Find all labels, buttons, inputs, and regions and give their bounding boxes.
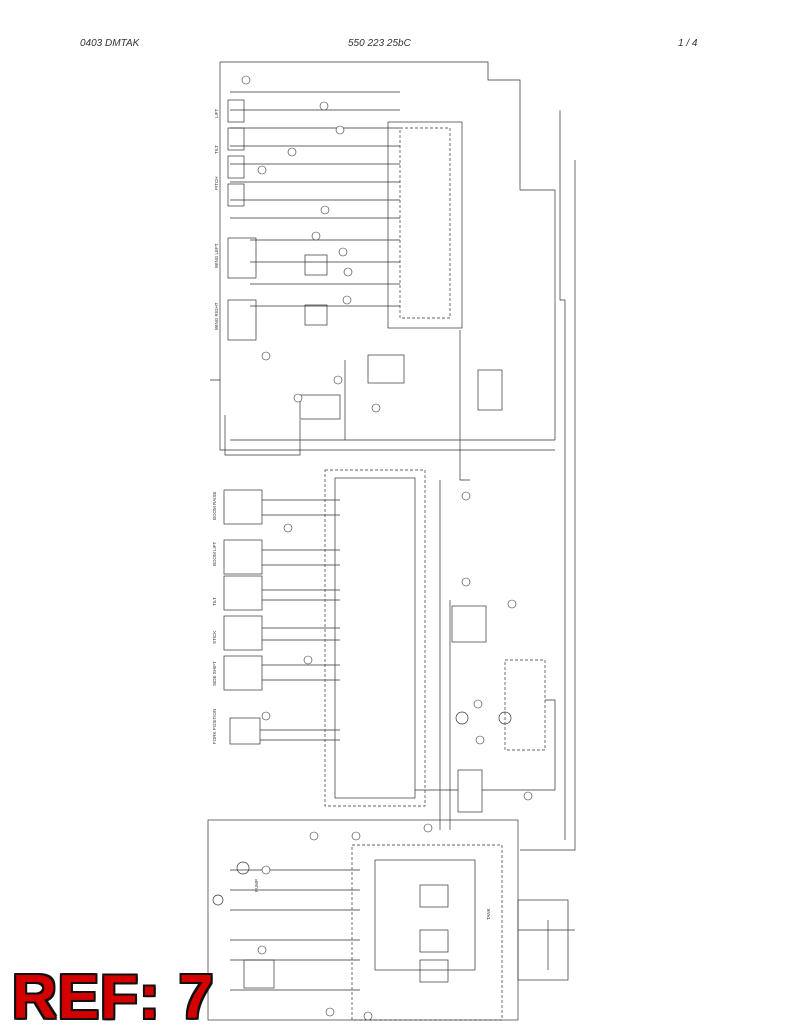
label-boom-lift: BOOM LIFT bbox=[212, 541, 217, 566]
return-line-right bbox=[520, 160, 576, 851]
valve-mid-1 bbox=[304, 254, 328, 276]
motor-icon bbox=[212, 894, 224, 906]
label-pump: PUMP bbox=[254, 879, 259, 892]
valve-mid-4 bbox=[299, 394, 341, 420]
valve-right-2 bbox=[457, 769, 483, 813]
label-fork-position: FORK POSITION bbox=[212, 709, 217, 744]
label-wing-right: WING RIGHT bbox=[214, 302, 219, 330]
label-stick: STICK bbox=[212, 631, 217, 644]
valve-bank-lower-dashed bbox=[324, 469, 426, 807]
pump-icon bbox=[236, 861, 250, 875]
valve-bottom-1 bbox=[419, 884, 449, 908]
valve-mid-3 bbox=[367, 354, 405, 384]
return-line-right-2 bbox=[559, 110, 566, 840]
valve-right-1 bbox=[451, 605, 487, 643]
supply-line-top bbox=[220, 61, 556, 440]
label-wing-left: WING LEFT bbox=[214, 243, 219, 268]
pump-block-dashed bbox=[351, 844, 503, 1021]
label-side-shift: SIDE SHIFT bbox=[212, 661, 217, 686]
label-pitch: PITCH bbox=[214, 177, 219, 191]
cylinders-top bbox=[227, 99, 257, 341]
ref-stamp: REF: 7 bbox=[12, 963, 215, 1032]
valve-bank-top bbox=[387, 121, 463, 329]
label-tilt-cyl: TILT bbox=[212, 597, 217, 606]
tank-block bbox=[517, 899, 569, 981]
valve-bottom-2 bbox=[419, 929, 449, 953]
pump-block-inner bbox=[374, 859, 476, 971]
valve-bank-top-dashed bbox=[399, 127, 451, 319]
filter-block bbox=[504, 659, 546, 751]
valve-bank-lower bbox=[334, 477, 416, 799]
header-center: 550 223 25bC bbox=[348, 38, 411, 49]
label-tank: TANK bbox=[486, 908, 491, 920]
label-lift: LIFT bbox=[214, 108, 219, 118]
cylinders-lower bbox=[223, 489, 263, 745]
valve-mid-5 bbox=[477, 369, 503, 411]
valve-mid-2 bbox=[304, 304, 328, 326]
filter-icon bbox=[455, 711, 469, 725]
header-page-number: 1 / 4 bbox=[678, 38, 698, 49]
label-boom-raise: BOOM RAISE bbox=[212, 491, 217, 520]
label-tilt: TILT bbox=[214, 145, 219, 154]
valve-bottom-4 bbox=[243, 959, 275, 989]
cooler-icon bbox=[498, 711, 512, 725]
valve-bottom-3 bbox=[419, 959, 449, 983]
header-left: 0403 DMTAK bbox=[80, 38, 140, 49]
